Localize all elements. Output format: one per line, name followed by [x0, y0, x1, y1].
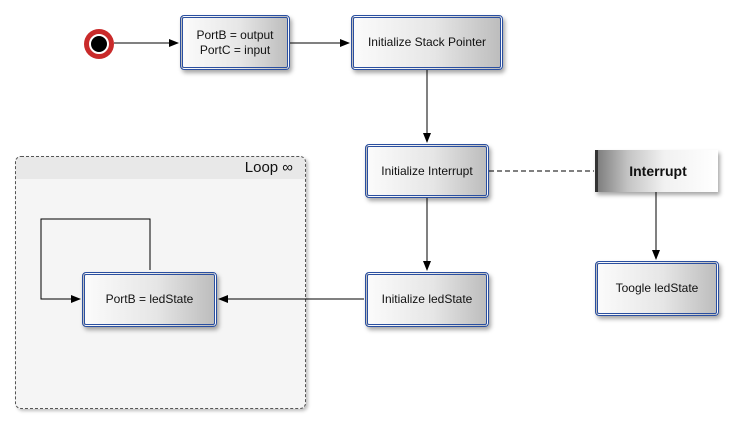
loop-title: Loop ∞	[244, 159, 293, 176]
node-init-stack-pointer-label: Initialize Stack Pointer	[367, 35, 487, 50]
node-port-config: PortB = output PortC = input	[180, 15, 290, 70]
start-node-core	[89, 34, 109, 54]
loop-header: Loop ∞	[16, 157, 305, 179]
interrupt-event-label: Interrupt	[629, 163, 687, 179]
node-port-config-line2: PortC = input	[199, 42, 271, 57]
start-node	[84, 29, 114, 59]
node-toggle-ledstate-label: Toogle ledState	[615, 281, 699, 296]
node-portb-ledstate: PortB = ledState	[82, 272, 217, 327]
node-init-stack-pointer: Initialize Stack Pointer	[351, 15, 503, 70]
node-init-ledstate-label: Initialize ledState	[381, 292, 473, 307]
arrow-loop-self	[40, 218, 151, 303]
loop-frame: Loop ∞	[15, 156, 306, 409]
node-init-interrupt-label: Initialize Interrupt	[381, 163, 473, 178]
node-init-ledstate: Initialize ledState	[365, 272, 489, 327]
node-toggle-ledstate: Toogle ledState	[595, 261, 719, 316]
node-port-config-line1: PortB = output	[196, 28, 274, 43]
node-portb-ledstate-label: PortB = ledState	[105, 292, 194, 307]
interrupt-event: Interrupt	[595, 150, 718, 192]
node-init-interrupt: Initialize Interrupt	[365, 144, 489, 198]
